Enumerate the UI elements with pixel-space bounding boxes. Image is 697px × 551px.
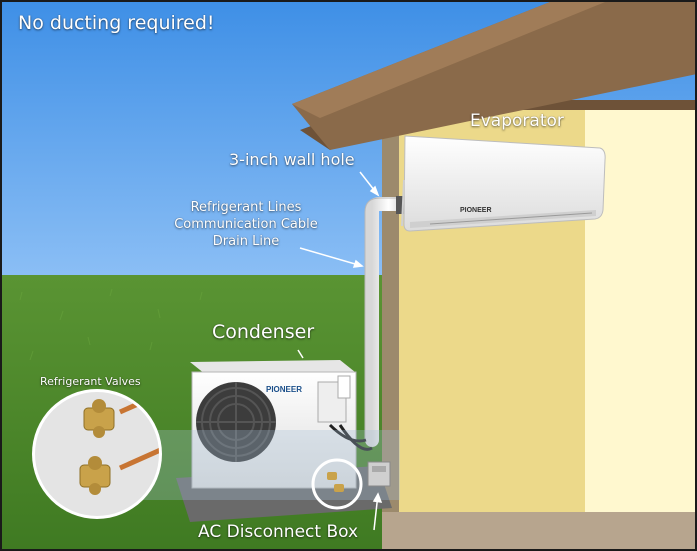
roof-shade bbox=[292, 0, 610, 118]
indoor-logo: PIONEER bbox=[460, 207, 492, 214]
wall-base bbox=[382, 512, 697, 551]
drain-line-label: Drain Line bbox=[212, 234, 280, 249]
valve-highlight-ring bbox=[311, 458, 363, 510]
line-set-outline bbox=[364, 197, 405, 440]
pointer-arrows bbox=[297, 171, 383, 531]
ground-shadow bbox=[110, 430, 400, 500]
wall-penetration bbox=[396, 196, 406, 214]
line-set-cover bbox=[365, 197, 412, 447]
evaporator-unit bbox=[401, 135, 606, 232]
communication-cable-label: Communication Cable bbox=[174, 217, 318, 232]
condenser-label: Condenser bbox=[212, 321, 315, 343]
wall-hole-label: 3-inch wall hole bbox=[229, 150, 355, 169]
house-wall-edge bbox=[382, 100, 400, 551]
line-set-labels: Refrigerant Lines Communication Cable Dr… bbox=[164, 199, 328, 250]
refrigerant-valves-label: Refrigerant Valves bbox=[40, 375, 141, 388]
disconnect-box-label: AC Disconnect Box bbox=[198, 522, 359, 542]
valves-inset bbox=[32, 389, 162, 519]
no-ducting-label: No ducting required! bbox=[18, 12, 215, 34]
outdoor-logo: PIONEER bbox=[266, 385, 302, 394]
refrigerant-lines-label: Refrigerant Lines bbox=[190, 200, 302, 215]
condenser-valves bbox=[327, 472, 344, 492]
evaporator-label: Evaporator bbox=[470, 111, 564, 131]
roof bbox=[292, 0, 697, 150]
grass-texture bbox=[19, 288, 203, 361]
disconnect-box bbox=[367, 461, 391, 487]
